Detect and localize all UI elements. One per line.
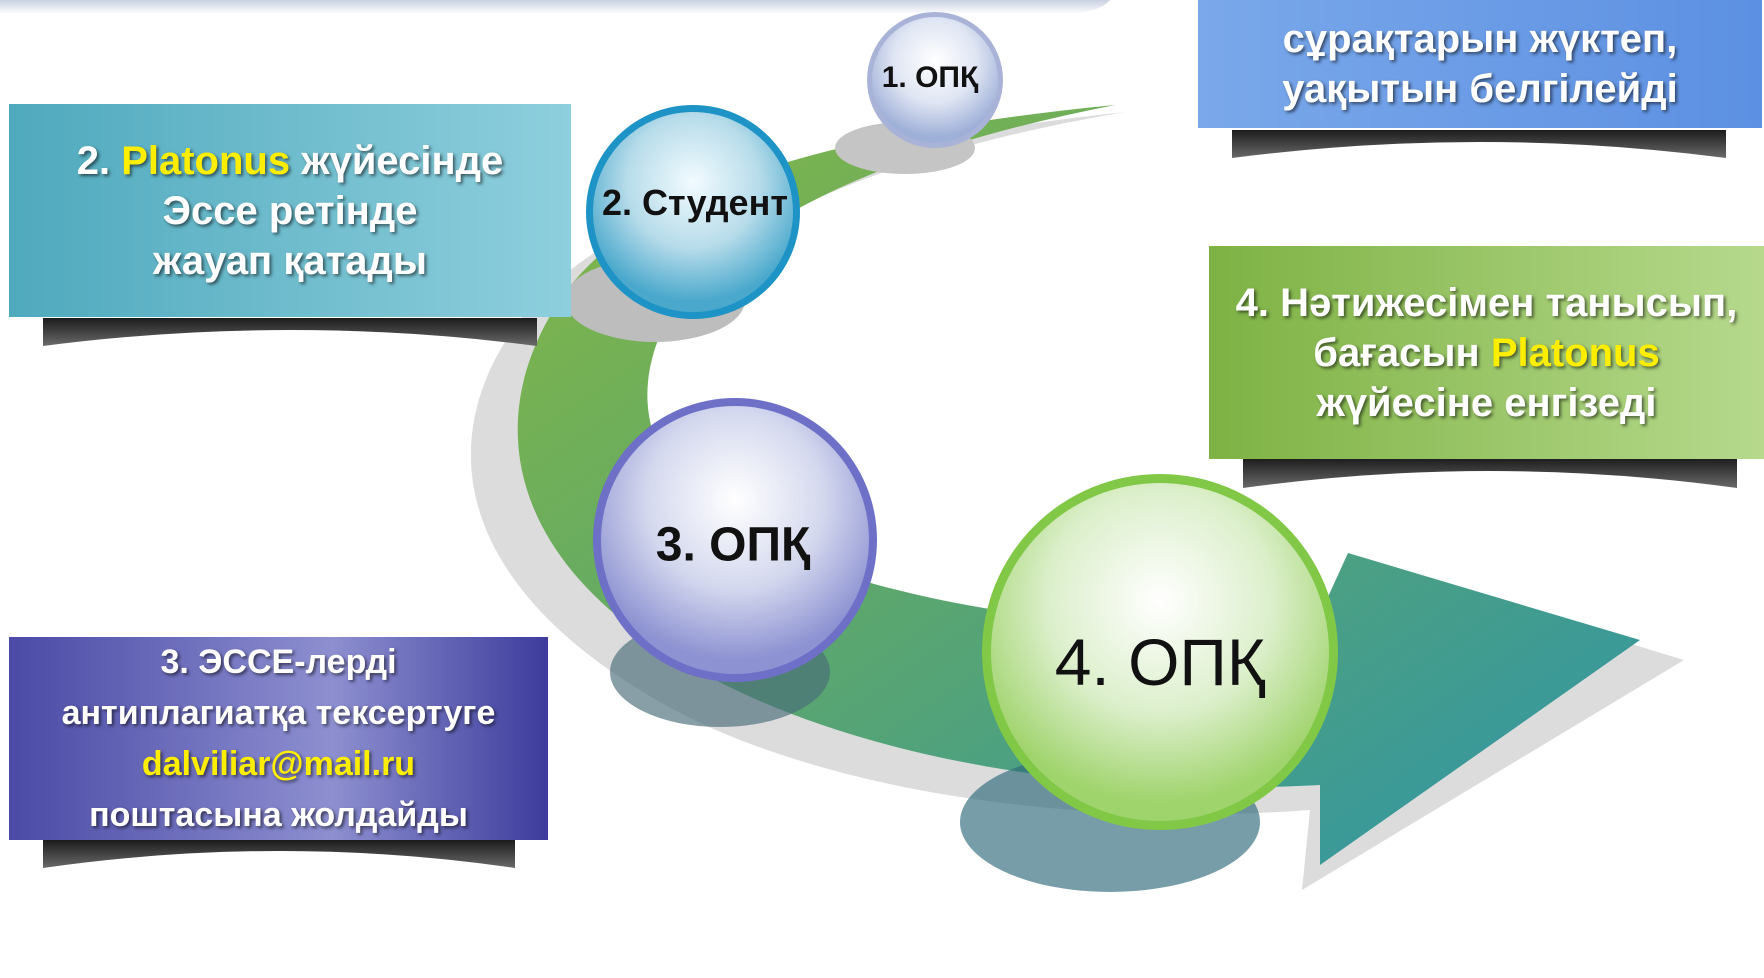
step-1-line-2: уақытын белгілейді (1282, 67, 1678, 111)
step-4-line-1: 4. Нәтижесімен танысып, (1235, 280, 1738, 325)
step-2-line-2: Эссе ретінде (162, 188, 418, 233)
node-1-label: 1. ОПҚ (881, 61, 979, 94)
node-2-label: 2. Студент (602, 182, 788, 223)
step-2-suffix: жүйесінде (290, 138, 504, 183)
box-shadow (1243, 458, 1737, 488)
node-3-circle (593, 398, 877, 682)
step-3-line-1: 3. ЭССЕ-лерді (160, 642, 397, 681)
node-3-label: 3. ОПҚ (655, 518, 811, 572)
step-1-box: сұрақтарын жүктеп, уақытын белгілейді (1198, 0, 1762, 128)
node-1-circle (867, 12, 1003, 148)
step-2-line-3: жауап қатады (153, 238, 427, 283)
step-3-line-2: антиплагиатқа тексертуге (61, 693, 496, 732)
step-2-box: 2. Platonus жүйесінде Эссе ретінде жауап… (9, 104, 571, 317)
step-4-box: 4. Нәтижесімен танысып, бағасын Platonus… (1209, 246, 1764, 459)
box-shadow (43, 840, 515, 868)
step-4-line-3: жүйесіне енгізеді (1316, 380, 1657, 425)
step-3-line-4: поштасына жолдайды (89, 795, 468, 834)
top-bar-decoration (0, 0, 1110, 14)
box-shadow (1232, 130, 1726, 158)
node-4-circle (982, 474, 1338, 830)
step-2-line-1: 2. Platonus жүйесінде (77, 136, 504, 186)
node-4-label: 4. ОПҚ (1054, 625, 1266, 699)
platonus-highlight: Platonus (1490, 330, 1660, 375)
step-1-line-1: сұрақтарын жүктеп, (1282, 17, 1678, 61)
step-2-prefix: 2. (76, 138, 122, 183)
step-4-line-2: бағасын Platonus (1313, 328, 1659, 378)
step-4-prefix: бағасын (1313, 330, 1491, 375)
email-highlight: dalviliar@mail.ru (141, 744, 416, 783)
step-3-box: 3. ЭССЕ-лерді антиплагиатқа тексертуге d… (9, 637, 548, 840)
platonus-highlight: Platonus (121, 138, 291, 183)
box-shadow (43, 318, 537, 346)
node-2-circle (586, 105, 800, 319)
